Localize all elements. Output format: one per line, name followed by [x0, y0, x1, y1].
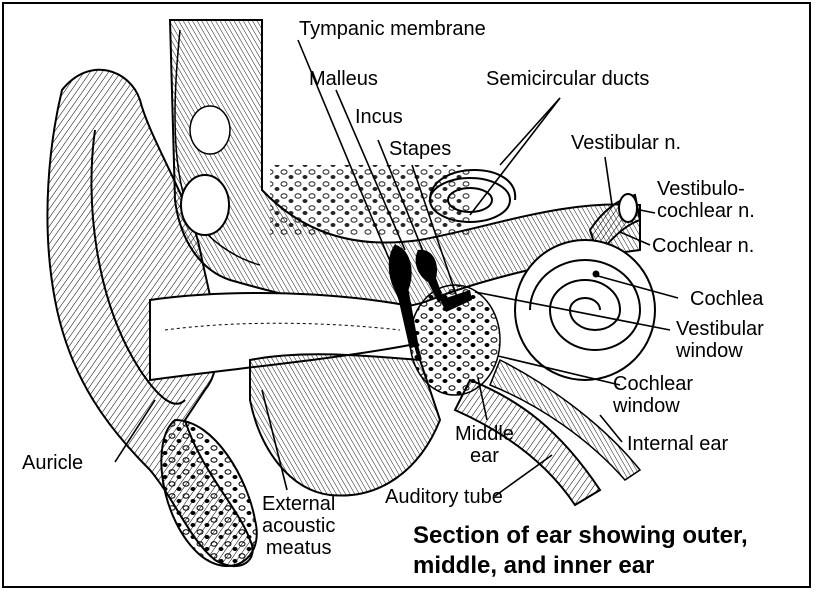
caption-line: Section of ear showing outer, [413, 521, 748, 551]
label-line: meatus [262, 537, 335, 559]
nerve-cut-end [619, 194, 637, 222]
petrous-cells [270, 165, 470, 235]
caption-line: middle, and inner ear [413, 551, 748, 581]
label-malleus: Malleus [309, 68, 378, 90]
label-vestibular-n: Vestibular n. [571, 132, 681, 154]
label-external-acoustic-meatus: External acoustic meatus [262, 493, 335, 559]
label-vestibular-window: Vestibular window [676, 318, 764, 362]
label-cochlear-n: Cochlear n. [652, 235, 754, 257]
label-line: window [676, 340, 764, 362]
label-stapes: Stapes [389, 138, 451, 160]
label-middle-ear: Middle ear [455, 423, 514, 467]
middle-ear-cavity [410, 285, 500, 395]
label-line: Middle [455, 423, 514, 445]
label-line: cochlear n. [657, 200, 755, 222]
label-line: External [262, 493, 335, 515]
cochlea-shape [515, 240, 655, 380]
label-line: acoustic [262, 515, 335, 537]
label-semicircular-ducts: Semicircular ducts [486, 68, 649, 90]
lobule-shape [161, 420, 256, 566]
label-incus: Incus [355, 106, 403, 128]
label-auricle: Auricle [22, 452, 83, 474]
label-line: Vestibular [676, 318, 764, 340]
label-tympanic-membrane: Tympanic membrane [299, 18, 486, 40]
figure-caption: Section of ear showing outer, middle, an… [413, 521, 748, 581]
label-cochlear-window: Cochlear window [613, 373, 693, 417]
label-cochlea: Cochlea [690, 288, 763, 310]
label-line: Vestibulo- [657, 178, 755, 200]
label-internal-ear: Internal ear [627, 433, 728, 455]
tympanic-bone-shape [250, 354, 440, 495]
label-auditory-tube: Auditory tube [385, 486, 503, 508]
label-vestibulocochlear-n: Vestibulo- cochlear n. [657, 178, 755, 222]
label-line: Cochlear [613, 373, 693, 395]
label-line: window [613, 395, 693, 417]
mastoid-air-cell [181, 175, 229, 235]
mastoid-air-cell [190, 106, 230, 154]
label-line: ear [455, 445, 514, 467]
